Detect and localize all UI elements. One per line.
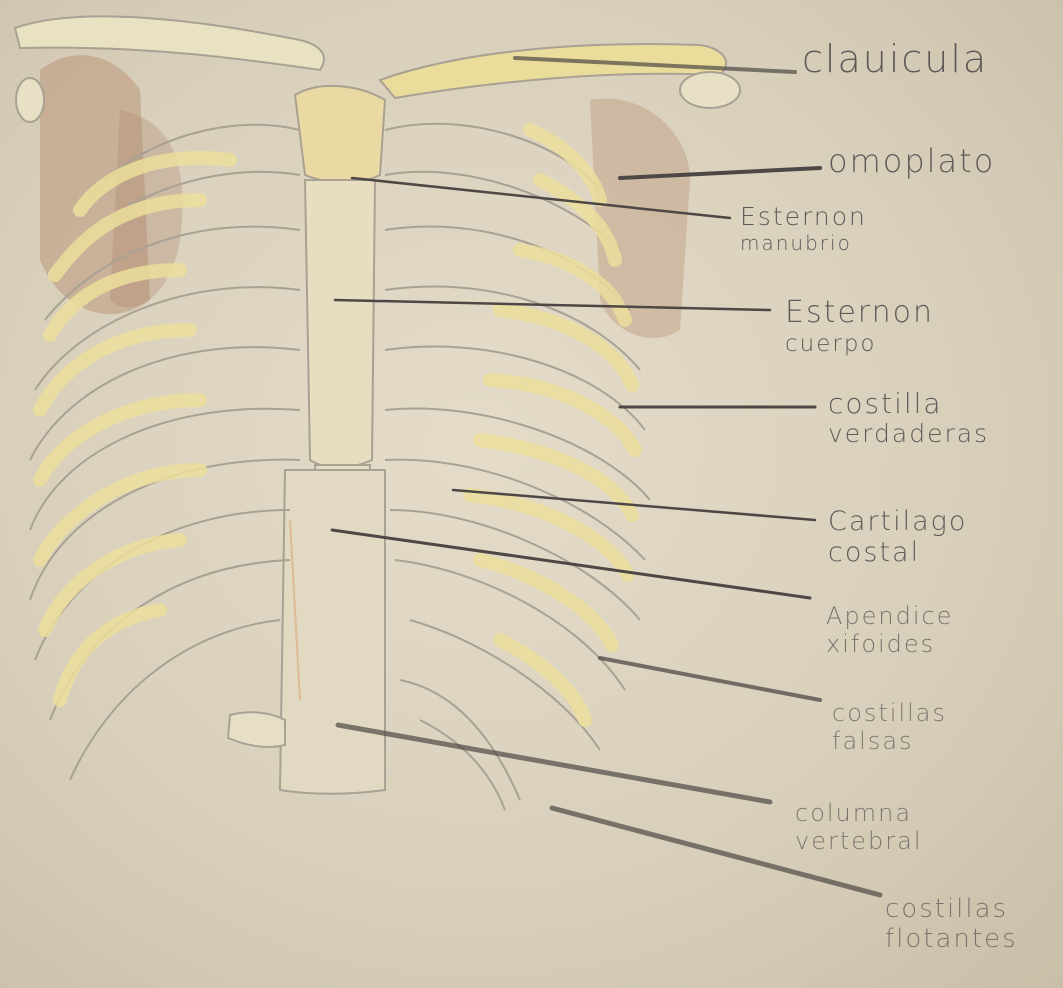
- label-columna-vertebral-line1: columna: [795, 800, 923, 828]
- label-omoplato: omoplato: [828, 143, 995, 180]
- label-esternon-manubrio: Esternon manubrio: [740, 203, 867, 255]
- label-esternon-cuerpo-line1: Esternon: [785, 296, 934, 331]
- leader-costillas-falsas: [600, 658, 820, 700]
- label-costillas-flotantes-line2: flotantes: [885, 925, 1018, 955]
- label-clavicula: clauicula: [802, 38, 988, 82]
- label-esternon-manubrio-line2: manubrio: [740, 232, 867, 255]
- label-esternon-cuerpo-line2: cuerpo: [785, 331, 934, 357]
- leader-columna-vertebral: [338, 725, 770, 802]
- label-costilla-verdadera-line1: costilla: [828, 388, 989, 420]
- label-cartilago-costal-line1: Cartilago: [828, 506, 967, 537]
- label-costillas-flotantes: costillas flotantes: [885, 895, 1018, 955]
- label-omoplato-line1: omoplato: [828, 143, 995, 180]
- label-columna-vertebral: columna vertebral: [795, 800, 923, 855]
- label-cartilago-costal: Cartilago costal: [828, 506, 967, 568]
- label-costilla-verdadera-line2: verdaderas: [828, 420, 989, 449]
- label-columna-vertebral-line2: vertebral: [795, 828, 923, 856]
- label-clavicula-line1: clauicula: [802, 38, 988, 82]
- label-apendice-xifoides-line1: Apendice: [826, 603, 954, 631]
- label-esternon-manubrio-line1: Esternon: [740, 203, 867, 232]
- label-costilla-verdadera: costilla verdaderas: [828, 388, 989, 449]
- label-costillas-flotantes-line1: costillas: [885, 895, 1018, 925]
- vertebral-column: [228, 470, 385, 794]
- label-costillas-falsas-line1: costillas: [832, 700, 947, 728]
- label-costillas-falsas: costillas falsas: [832, 700, 947, 755]
- leader-apendice-xifoides: [332, 530, 810, 598]
- label-cartilago-costal-line2: costal: [828, 537, 967, 568]
- label-esternon-cuerpo: Esternon cuerpo: [785, 296, 934, 357]
- label-apendice-xifoides: Apendice xifoides: [826, 603, 954, 658]
- label-apendice-xifoides-line2: xifoides: [826, 631, 954, 659]
- label-costillas-falsas-line2: falsas: [832, 728, 947, 756]
